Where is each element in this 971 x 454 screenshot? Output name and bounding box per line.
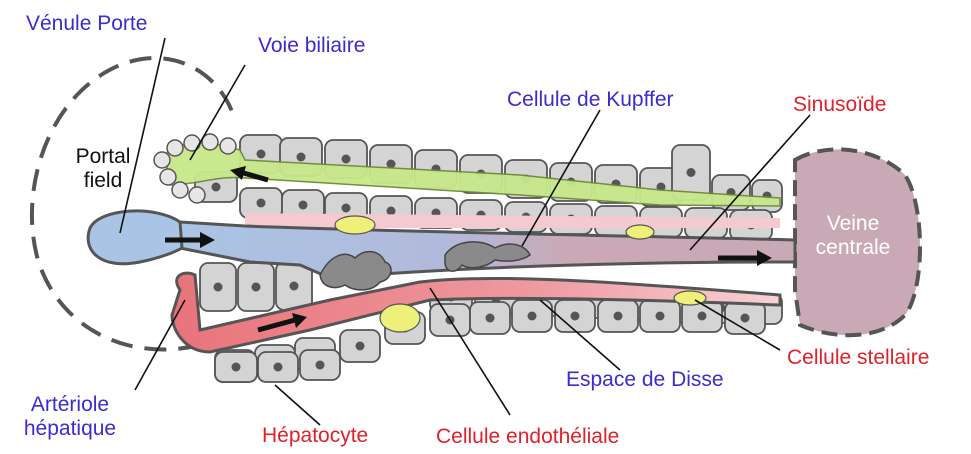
hepatocyte-nucleus [528,312,537,321]
hepatocyte-nucleus [297,153,306,162]
label-veine-centrale: Veine centrale [808,212,898,260]
label-veine-line2: centrale [808,236,898,260]
hepatocyte-nucleus [342,204,351,213]
portal-venule [88,211,182,264]
hepatocyte-nucleus [316,361,325,370]
label-portal-field-line2: field [58,169,148,193]
hepatocyte-nucleus [387,207,396,216]
label-arteriole-line1: Artériole [10,393,130,417]
hepatocyte-nucleus [342,155,351,164]
hepatocyte-nucleus [741,314,750,323]
label-sinusoide: Sinusoïde [793,93,886,117]
hepatocyte-nucleus [698,312,707,321]
hepatocyte-nucleus [356,342,365,351]
hepatocyte-nucleus [257,199,266,208]
hepatocyte-nucleus [212,183,221,192]
hepatocyte-nucleus [232,363,241,372]
label-portal-field: Portal field [58,145,148,193]
label-cellule-endotheliale: Cellule endothéliale [436,425,619,449]
label-venule-porte: Vénule Porte [26,12,147,36]
hepatocyte-nucleus [687,168,696,177]
hepatocyte-nucleus [274,363,283,372]
hepatocyte-nucleus [257,150,266,159]
label-cellule-stellaire: Cellule stellaire [787,346,929,370]
label-hepatocyte: Hépatocyte [262,424,368,448]
label-voie-biliaire: Voie biliaire [258,34,365,58]
label-kupffer: Cellule de Kupffer [507,88,674,112]
label-veine-line1: Veine [808,212,898,236]
label-arteriole-line2: hépatique [10,417,130,441]
hepatocyte-nucleus [486,314,495,323]
hepatocyte-nucleus [214,283,223,292]
label-portal-field-line1: Portal [58,145,148,169]
label-arteriole: Artériole hépatique [10,393,130,441]
hepatocyte-nucleus [614,312,623,321]
hepatocyte-nucleus [252,283,261,292]
hepatocyte-nucleus [299,201,308,210]
hepatocyte-nucleus [571,312,580,321]
hepatocyte-nucleus [656,312,665,321]
hepatocyte-nucleus [290,282,299,291]
label-espace-disse: Espace de Disse [566,368,724,392]
